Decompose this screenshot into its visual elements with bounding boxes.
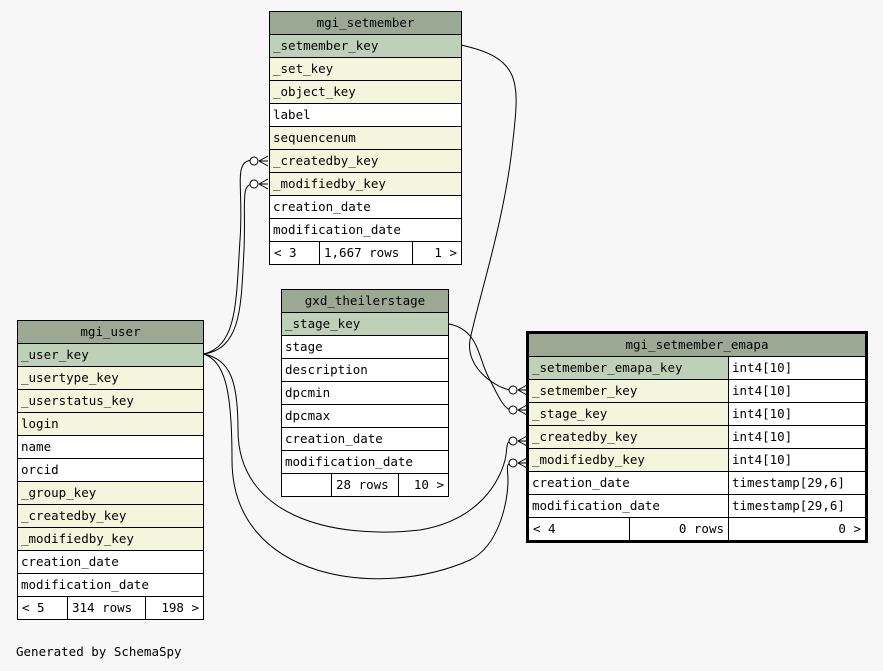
column-row-creation-date[interactable]: creation_date <box>18 551 203 574</box>
column-row-orcid[interactable]: orcid <box>18 459 203 482</box>
table-footer: < 3 1,667 rows 1 > <box>270 242 461 264</box>
zero-or-many-marker <box>249 179 259 189</box>
column-type: int4[10] <box>729 426 865 448</box>
column-type: int4[10] <box>729 403 865 425</box>
parents-count[interactable]: < 5 <box>18 597 68 619</box>
table-mgi-user[interactable]: mgi_user _user_key_usertype_key_userstat… <box>17 320 204 620</box>
column-row-modifiedby-key[interactable]: _modifiedby_key <box>18 528 203 551</box>
zero-or-many-marker <box>508 458 518 468</box>
column-name: _setmember_emapa_key <box>529 357 729 379</box>
table-mgi-setmember[interactable]: mgi_setmember _setmember_key_set_key_obj… <box>269 11 462 265</box>
table-footer: 28 rows 10 > <box>282 474 448 496</box>
table-mgi-setmember-emapa[interactable]: mgi_setmember_emapa _setmember_emapa_key… <box>526 331 868 543</box>
column-type: timestamp[29,6] <box>729 495 865 517</box>
column-row-creation-date[interactable]: creation_date <box>270 196 461 219</box>
edge-setmember-key <box>460 44 517 391</box>
edge-user-setmember-modifiedby <box>203 183 255 355</box>
column-row-createdby-key[interactable]: _createdby_key <box>270 150 461 173</box>
row-count: 0 rows <box>630 518 729 540</box>
column-name: _stage_key <box>529 403 729 425</box>
column-row-modification-date[interactable]: modification_date <box>18 574 203 597</box>
column-name: _createdby_key <box>529 426 729 448</box>
column-type: int4[10] <box>729 449 865 471</box>
table-title[interactable]: mgi_user <box>18 321 203 344</box>
zero-or-many-marker <box>508 405 518 415</box>
generated-by-footer: Generated by SchemaSpy <box>16 644 182 659</box>
column-row-modification-date[interactable]: modification_date <box>282 451 448 474</box>
row-count: 28 rows <box>332 474 399 496</box>
column-row-creation-date[interactable]: creation_date <box>282 428 448 451</box>
zero-or-many-marker <box>508 385 518 395</box>
column-row-stage-key[interactable]: _stage_key <box>282 313 448 336</box>
parents-count[interactable]: < 4 <box>529 518 630 540</box>
column-row-modification-date[interactable]: modification_date <box>270 219 461 242</box>
children-count[interactable]: 0 > <box>838 521 861 536</box>
edge-user-setmember-createdby <box>203 159 255 355</box>
column-row-login[interactable]: login <box>18 413 203 436</box>
children-count[interactable]: 10 > <box>413 477 444 492</box>
column-row-group-key[interactable]: _group_key <box>18 482 203 505</box>
column-row-createdby-key[interactable]: _createdby_key <box>18 505 203 528</box>
column-row-set-key[interactable]: _set_key <box>270 58 461 81</box>
column-row-setmember-key[interactable]: _setmember_key <box>270 35 461 58</box>
edge-user-emapa-createdby <box>203 353 513 533</box>
column-row-dpcmax[interactable]: dpcmax <box>282 405 448 428</box>
children-count[interactable]: 198 > <box>161 600 199 615</box>
column-row-user-key[interactable]: _user_key <box>18 344 203 367</box>
column-row-stage[interactable]: stage <box>282 336 448 359</box>
column-type: timestamp[29,6] <box>729 472 865 494</box>
column-row-label[interactable]: label <box>270 104 461 127</box>
column-row-object-key[interactable]: _object_key <box>270 81 461 104</box>
table-title[interactable]: gxd_theilerstage <box>282 290 448 313</box>
table-footer: < 5 314 rows 198 > <box>18 597 203 619</box>
parents-count[interactable]: < 3 <box>270 242 320 264</box>
column-row-usertype-key[interactable]: _usertype_key <box>18 367 203 390</box>
column-row-userstatus-key[interactable]: _userstatus_key <box>18 390 203 413</box>
column-type: int4[10] <box>729 380 865 402</box>
edge-user-emapa-modifiedby <box>203 353 513 580</box>
column-row-description[interactable]: description <box>282 359 448 382</box>
column-name: creation_date <box>529 472 729 494</box>
column-row-modifiedby-key[interactable]: _modifiedby_key <box>270 173 461 196</box>
edge-stage-key <box>448 323 513 411</box>
zero-or-many-marker <box>249 156 259 166</box>
column-name: modification_date <box>529 495 729 517</box>
column-row-sequencenum[interactable]: sequencenum <box>270 127 461 150</box>
zero-or-many-marker <box>508 436 518 446</box>
table-title[interactable]: mgi_setmember_emapa <box>529 334 865 357</box>
column-row-dpcmin[interactable]: dpcmin <box>282 382 448 405</box>
column-name: _modifiedby_key <box>529 449 729 471</box>
table-footer: < 4 0 rows 0 > <box>529 518 865 540</box>
table-title[interactable]: mgi_setmember <box>270 12 461 35</box>
row-count: 314 rows <box>68 597 146 619</box>
row-count: 1,667 rows <box>320 242 413 264</box>
column-row-name[interactable]: name <box>18 436 203 459</box>
parents-count[interactable] <box>282 474 332 496</box>
column-name: _setmember_key <box>529 380 729 402</box>
children-count[interactable]: 1 > <box>434 245 457 260</box>
column-type: int4[10] <box>729 357 865 379</box>
